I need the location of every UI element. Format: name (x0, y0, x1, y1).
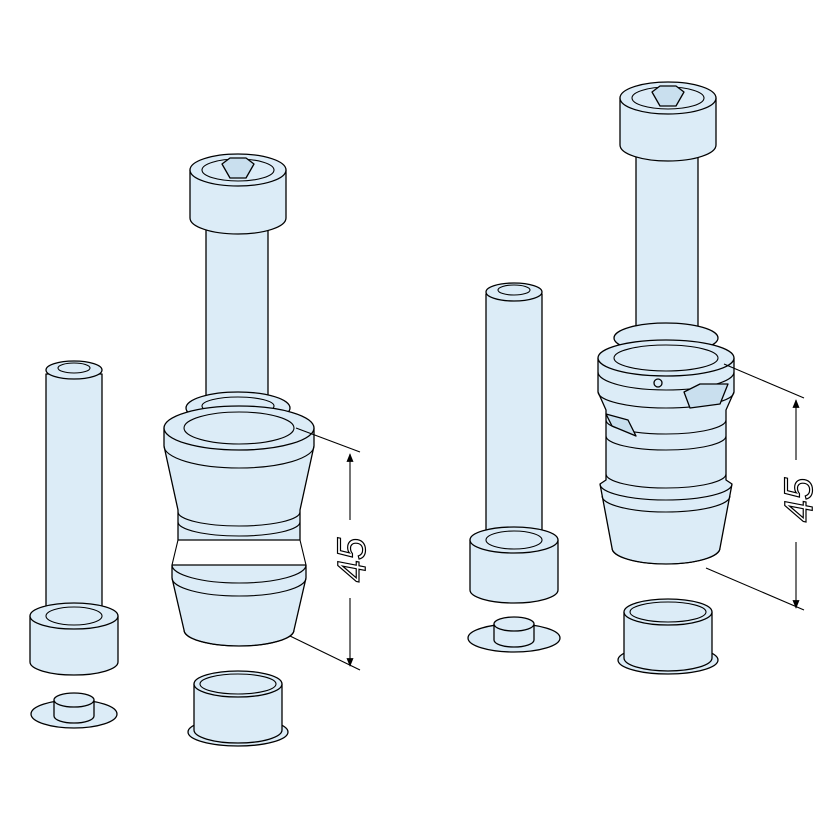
left-cap (187, 670, 289, 747)
right-cap (617, 598, 719, 675)
right-bolt (619, 81, 717, 331)
right-dimension-label: 45 (777, 477, 821, 522)
left-pin-collar (29, 602, 119, 676)
left-dimension: 45 (289, 427, 375, 671)
right-washer (467, 616, 561, 653)
left-dimension-label: 45 (330, 537, 374, 582)
right-dimension: 45 (705, 363, 822, 611)
right-pin-collar (469, 526, 559, 604)
right-pin (485, 282, 543, 541)
left-bolt (189, 153, 287, 401)
right-nut-body (597, 322, 735, 565)
right-assembly: 45 (467, 81, 822, 675)
left-washer (30, 692, 118, 729)
left-nut-body (163, 391, 315, 647)
left-pin (45, 360, 103, 618)
left-assembly: 45 (29, 153, 375, 747)
